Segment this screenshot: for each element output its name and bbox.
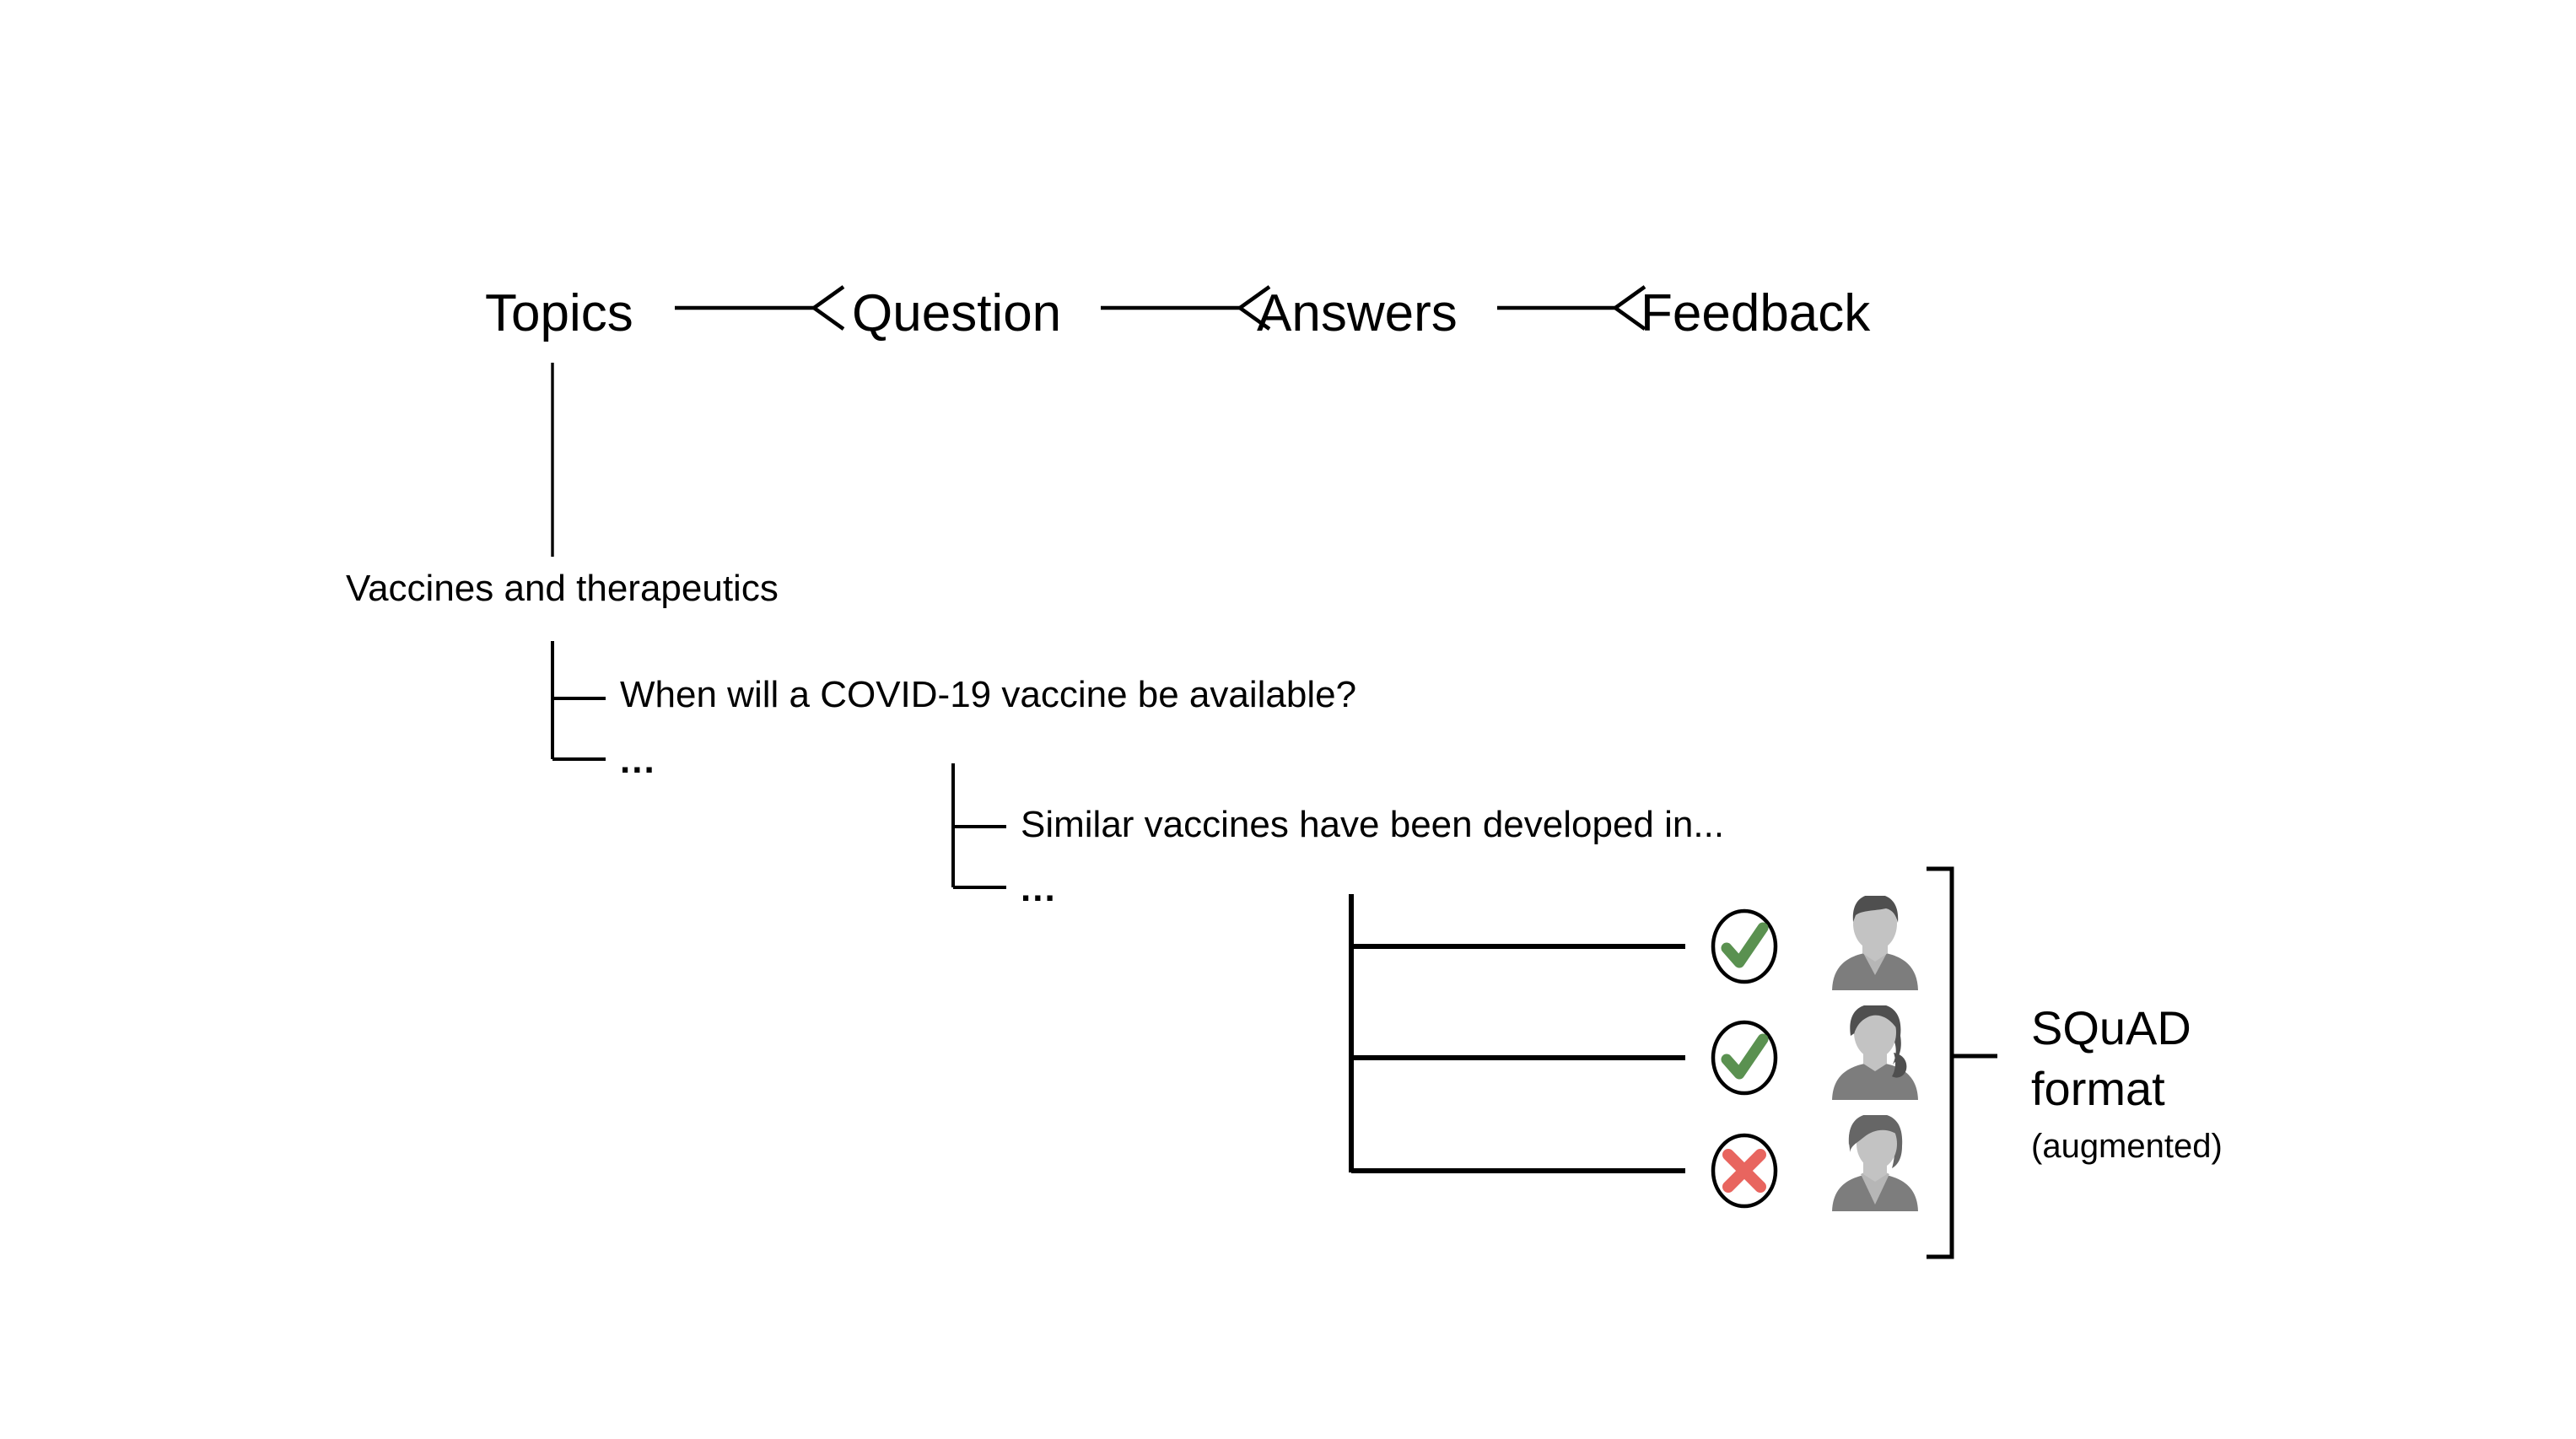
avatar-hair-front [1849, 1115, 1901, 1152]
squad-label-line-1: SQuAD [2031, 1001, 2191, 1054]
topic-label: Vaccines and therapeutics [346, 568, 779, 609]
avatar-face [1854, 1006, 1896, 1059]
answer-item-label: Similar vaccines have been developed in.… [1021, 804, 1724, 845]
header-connector-topics-question [675, 285, 845, 331]
squad-format-label: SQuAD format (augmented) [2031, 1001, 2223, 1165]
header-label-topics: Topics [485, 284, 633, 342]
question-item-label: When will a COVID-19 vaccine be availabl… [620, 674, 1356, 715]
header-label-feedback: Feedback [1641, 284, 1871, 342]
answer-branch: Similar vaccines have been developed in.… [951, 763, 1724, 909]
header-row: Topics Question Answers Feedback [485, 284, 1871, 342]
cross-icon [1722, 1149, 1766, 1193]
avatar-male-short-hair [1832, 896, 1918, 990]
header-label-answers: Answers [1257, 284, 1458, 342]
avatar-female-ponytail [1832, 1005, 1918, 1100]
feedback-row-3-verdict[interactable] [1711, 1133, 1778, 1209]
squad-label-line-2: format [2031, 1062, 2165, 1115]
header-connector-answers-feedback [1497, 285, 1646, 331]
squad-label-line-3: (augmented) [2031, 1128, 2223, 1165]
bracket-shape [1927, 866, 1954, 1259]
avatar-art [1832, 1115, 1918, 1211]
answer-item-ellipsis: ... [1021, 868, 1057, 909]
question-branch: When will a COVID-19 vaccine be availabl… [551, 641, 1356, 781]
avatar-art [1832, 1005, 1918, 1100]
feedback-row-1-verdict[interactable] [1711, 908, 1778, 984]
question-item-ellipsis: ... [620, 740, 656, 781]
topic-branch: Vaccines and therapeutics [346, 363, 779, 609]
feedback-rows [1349, 894, 1685, 1173]
crows-foot-icon-lower [1614, 306, 1646, 331]
crows-foot-icon-lower [812, 306, 845, 331]
crows-foot-icon-lower [1238, 306, 1271, 331]
header-label-question: Question [852, 284, 1061, 342]
header-connector-question-answers [1101, 285, 1271, 331]
check-icon [1721, 1033, 1769, 1080]
crows-foot-icon-upper [1238, 285, 1271, 310]
avatar-lapel [1861, 1171, 1889, 1205]
crows-foot-icon-upper [812, 285, 845, 310]
avatar-hair [1852, 896, 1899, 923]
feedback-row-2-verdict[interactable] [1711, 1020, 1778, 1096]
avatar-art [1832, 896, 1918, 990]
avatar-female-bob [1832, 1115, 1918, 1211]
check-icon [1721, 922, 1769, 968]
crows-foot-icon-upper [1614, 285, 1646, 310]
avatar-hair-front [1853, 1005, 1898, 1034]
avatar-ponytail [1892, 1053, 1907, 1078]
squad-format-bracket [1927, 866, 1997, 1259]
